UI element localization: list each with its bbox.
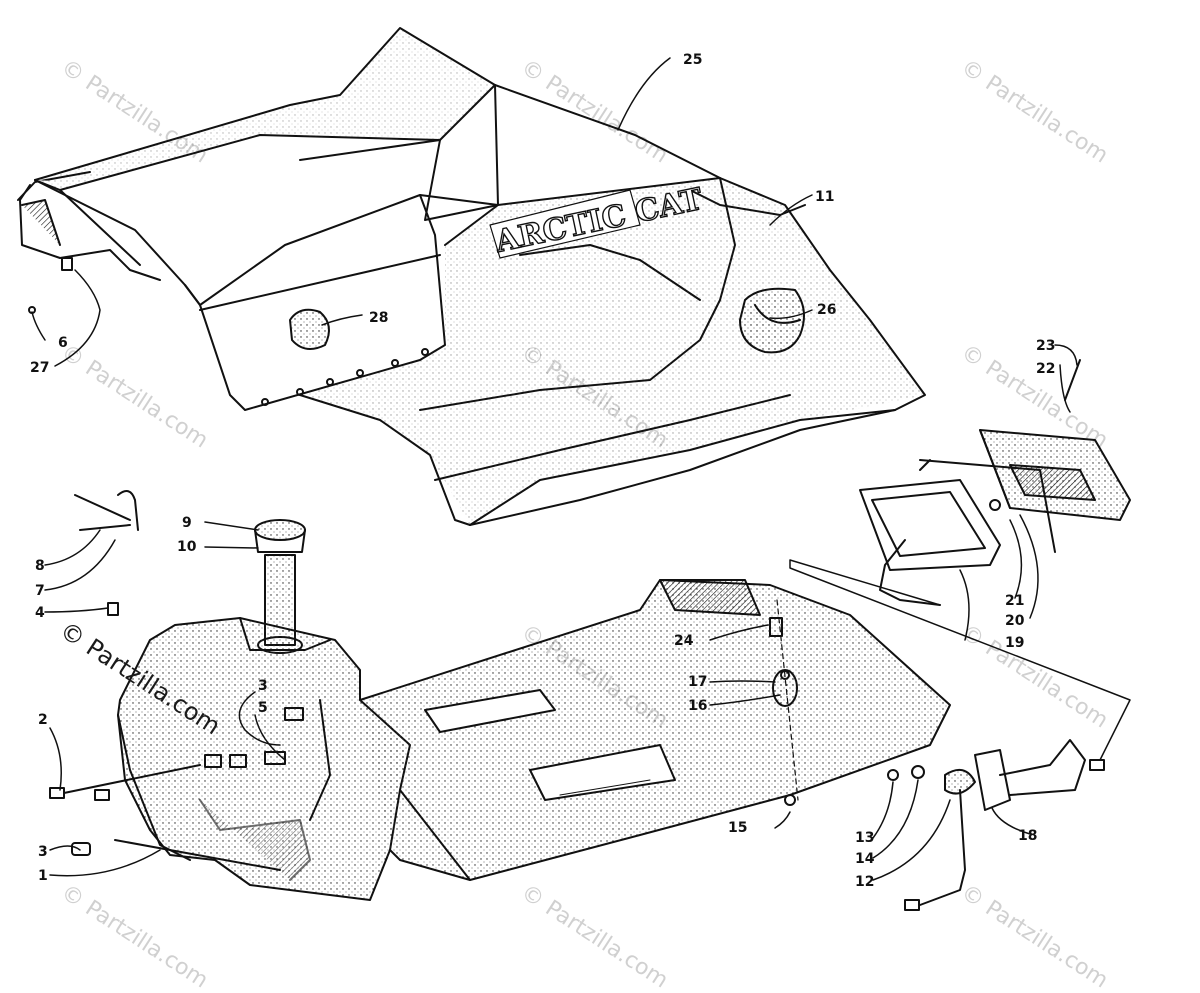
callout-10: 10 (177, 539, 197, 555)
hardware-parts (49, 490, 1131, 911)
callout-labels: 25 11 28 26 6 27 23 22 9 10 8 7 4 21 20 … (30, 52, 1055, 890)
callout-28: 28 (369, 310, 388, 326)
belly-pan (359, 579, 951, 881)
callout-16: 16 (688, 698, 707, 714)
callout-25: 25 (683, 52, 702, 68)
callout-27: 27 (30, 360, 49, 376)
callout-19: 19 (1005, 635, 1024, 651)
diagram-drawing: ARCTIC CAT 25 11 28 26 6 27 23 22 9 10 8… (17, 27, 1131, 911)
callout-15: 15 (728, 820, 747, 836)
callout-24: 24 (674, 633, 694, 649)
callout-20: 20 (1005, 613, 1025, 629)
callout-26: 26 (817, 302, 836, 318)
leader-lines (31, 57, 1078, 881)
callout-7: 7 (35, 583, 45, 599)
callout-3-lower: 3 (38, 844, 48, 860)
callout-2: 2 (38, 712, 48, 728)
callout-23: 23 (1036, 338, 1055, 354)
callout-18: 18 (1018, 828, 1037, 844)
callout-22: 22 (1036, 361, 1055, 377)
seat-body (17, 27, 926, 526)
callout-3-upper: 3 (258, 678, 268, 694)
gas-tank (114, 617, 411, 901)
callout-6: 6 (58, 335, 68, 351)
callout-14: 14 (855, 851, 875, 867)
callout-5: 5 (258, 700, 268, 716)
callout-11: 11 (815, 189, 834, 205)
callout-4: 4 (35, 605, 45, 621)
callout-1: 1 (38, 868, 48, 884)
callout-21: 21 (1005, 593, 1024, 609)
callout-8: 8 (35, 558, 45, 574)
callout-13: 13 (855, 830, 874, 846)
tail-light-assembly (859, 359, 1131, 606)
parts-diagram: © Partzilla.com © Partzilla.com © Partzi… (17, 27, 1131, 993)
callout-9: 9 (182, 515, 192, 531)
callout-12: 12 (855, 874, 874, 890)
callout-17: 17 (688, 674, 707, 690)
